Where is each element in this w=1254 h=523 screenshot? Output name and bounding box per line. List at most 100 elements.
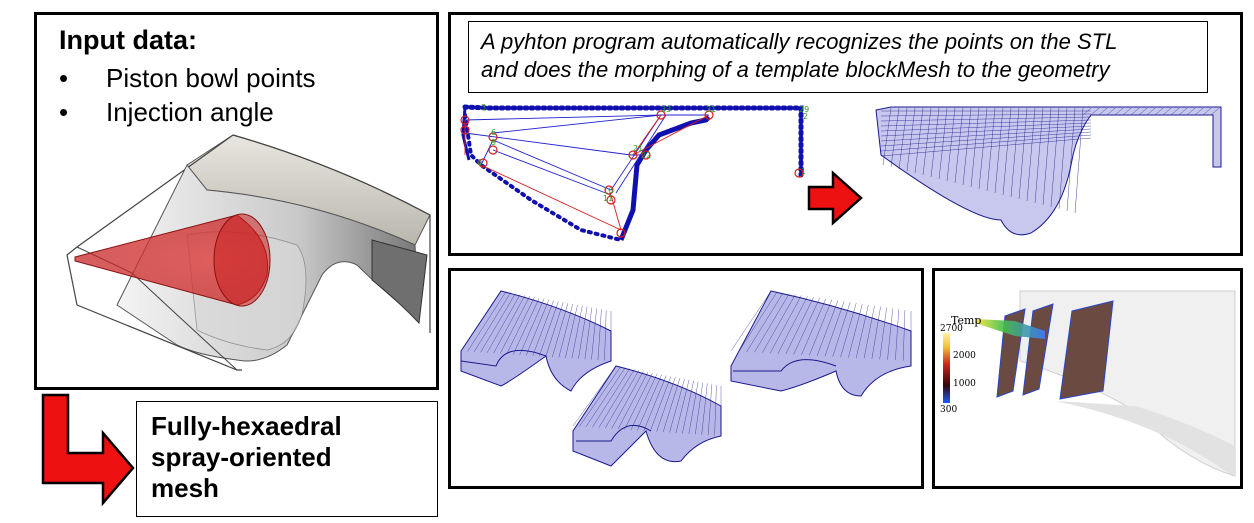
mesh-line bbox=[650, 376, 671, 432]
mesh-line bbox=[880, 131, 1092, 147]
mesh-line bbox=[1090, 107, 1100, 116]
mesh-line bbox=[565, 304, 578, 358]
mesh-line bbox=[486, 294, 521, 353]
mesh-line bbox=[688, 381, 699, 434]
mesh-line bbox=[906, 107, 916, 172]
mesh-line bbox=[856, 304, 869, 358]
mesh-line bbox=[962, 107, 972, 186]
mesh-line bbox=[880, 113, 1092, 117]
mesh-line bbox=[1122, 107, 1132, 116]
mesh-line bbox=[656, 377, 676, 432]
mesh-line bbox=[1010, 107, 1020, 198]
mesh-line bbox=[762, 294, 796, 353]
mesh-line bbox=[922, 107, 932, 176]
mesh-line bbox=[513, 297, 540, 355]
mesh-line bbox=[617, 372, 649, 430]
point-label: 16 bbox=[603, 186, 613, 195]
mesh-line bbox=[578, 306, 588, 359]
mesh-line bbox=[769, 295, 802, 354]
mesh-line bbox=[1018, 107, 1028, 200]
right-arrow-icon bbox=[807, 170, 863, 226]
result-line-2: spray-oriented bbox=[151, 442, 332, 472]
mesh-line bbox=[1042, 107, 1052, 206]
mesh-line bbox=[611, 371, 644, 429]
point-label: 29 bbox=[799, 105, 809, 114]
mesh-line bbox=[840, 303, 857, 358]
temperature-colorbar bbox=[943, 333, 950, 403]
mesh-line bbox=[1210, 107, 1220, 116]
mesh-line bbox=[675, 379, 690, 433]
mesh-line bbox=[738, 291, 778, 352]
mesh-line bbox=[1058, 107, 1068, 210]
mesh-line bbox=[914, 107, 924, 174]
mesh-line bbox=[1138, 107, 1148, 116]
mesh-line bbox=[480, 293, 516, 353]
result-line-1: Fully-hexaedral bbox=[151, 411, 342, 441]
bullet-icon: • bbox=[59, 97, 69, 127]
mesh-line bbox=[579, 366, 621, 427]
point-label: 33 bbox=[661, 105, 671, 114]
mesh-line bbox=[880, 122, 1092, 132]
mesh-line bbox=[1130, 107, 1140, 116]
mesh-line bbox=[662, 378, 681, 433]
mesh-line bbox=[584, 307, 593, 360]
point-label: 31 bbox=[706, 105, 716, 114]
mesh-line bbox=[1202, 107, 1212, 116]
mesh-variants-panel bbox=[448, 268, 924, 489]
point-label: 11 bbox=[603, 194, 613, 203]
mesh-line bbox=[1034, 107, 1044, 204]
mesh-line bbox=[1050, 107, 1060, 208]
morphing-panel: A pyhton program automatically recognize… bbox=[448, 12, 1243, 256]
point-label: 21 bbox=[633, 144, 643, 153]
mesh-line bbox=[1154, 107, 1164, 116]
mesh-line bbox=[585, 367, 626, 427]
mesh-line bbox=[1194, 107, 1204, 116]
mesh-line bbox=[460, 290, 502, 352]
mesh-line bbox=[754, 293, 790, 353]
mesh-line bbox=[682, 380, 694, 434]
mesh-line bbox=[785, 297, 814, 355]
mesh-line bbox=[598, 369, 635, 428]
mesh-line bbox=[714, 385, 717, 436]
mesh-line bbox=[890, 107, 900, 168]
mesh-line bbox=[506, 297, 535, 355]
mesh-line bbox=[809, 299, 833, 356]
mesh-line bbox=[552, 303, 569, 358]
mesh-line bbox=[895, 309, 900, 361]
caption-line-2: and does the morphing of a template bloc… bbox=[481, 57, 1110, 82]
input-data-heading: Input data: bbox=[59, 25, 197, 55]
recognized-points bbox=[460, 110, 804, 238]
mesh-variant-1 bbox=[460, 290, 612, 392]
mesh-line bbox=[669, 378, 685, 433]
mesh-line bbox=[604, 310, 607, 361]
mesh-line bbox=[871, 306, 881, 359]
mesh-line bbox=[898, 107, 908, 170]
mesh-variant-3 bbox=[730, 290, 912, 397]
mesh-line bbox=[1114, 107, 1124, 116]
mesh-line bbox=[493, 295, 526, 354]
point-label: 2 bbox=[803, 112, 808, 121]
mesh-line bbox=[902, 310, 906, 361]
mesh-line bbox=[558, 303, 573, 358]
point-label: 9 bbox=[491, 138, 496, 147]
tick-label: 2700 bbox=[940, 324, 963, 334]
temperature-panel: Temp 2700 2000 1000 300 bbox=[932, 268, 1243, 489]
mesh-line bbox=[880, 116, 1092, 122]
morphed-blockmesh bbox=[875, 106, 1222, 236]
mesh-line bbox=[707, 384, 713, 436]
mesh-line bbox=[701, 383, 708, 435]
mesh-line bbox=[1186, 107, 1196, 116]
mesh-line bbox=[630, 373, 658, 430]
mesh-line bbox=[880, 119, 1092, 127]
mesh-line bbox=[1026, 107, 1036, 202]
mesh-line bbox=[978, 107, 988, 190]
mesh-line bbox=[880, 134, 1092, 152]
point-label: 3 bbox=[481, 103, 486, 112]
mesh-line bbox=[473, 292, 511, 352]
mesh-line bbox=[970, 107, 980, 188]
mesh-line bbox=[643, 375, 667, 431]
mesh-line bbox=[1170, 107, 1180, 116]
point-label: 6 bbox=[491, 128, 496, 137]
mesh-line bbox=[824, 301, 845, 357]
mesh-line bbox=[1066, 107, 1076, 212]
